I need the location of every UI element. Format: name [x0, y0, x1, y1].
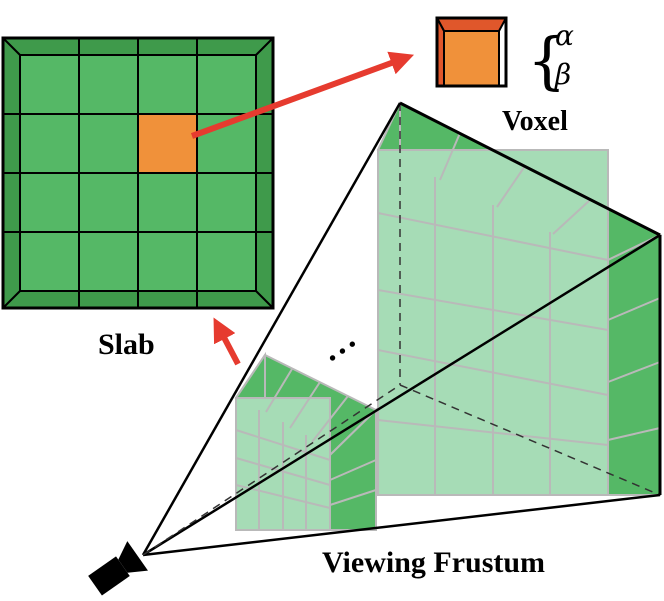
- frustum-far-edge: [399, 101, 661, 237]
- camera-icon: [88, 541, 148, 596]
- voxel-front: [443, 30, 500, 87]
- far-grid: [377, 419, 609, 446]
- far-hidden-edge: [399, 384, 661, 496]
- far-band-div: [439, 132, 461, 181]
- far-slab: [376, 101, 663, 496]
- slab-bevel: [2, 37, 21, 56]
- voxel-top: [435, 17, 508, 32]
- viewing-frustum: [141, 101, 663, 557]
- slab-highlight-voxel: [137, 113, 198, 174]
- voxel-icon: [435, 16, 508, 88]
- far-band-div: [607, 297, 661, 321]
- far-grid: [377, 212, 609, 261]
- slab-bevel: [255, 37, 274, 56]
- slab-bevel: [255, 290, 274, 309]
- near-slab: [234, 351, 378, 531]
- far-band-div: [496, 165, 526, 208]
- slab-arrow: [213, 317, 241, 366]
- near-grid: [235, 457, 331, 486]
- slab-label: Slab: [98, 328, 155, 361]
- near-band-div: [311, 395, 349, 443]
- near-band-div: [289, 381, 321, 429]
- near-band-div: [329, 459, 377, 481]
- slab-bevel: [2, 290, 21, 309]
- frustum-label: Viewing Frustum: [322, 546, 545, 579]
- far-grid: [377, 289, 609, 331]
- frustum-hidden-edge: [142, 384, 401, 556]
- near-grid: [235, 429, 331, 461]
- frustum-edge: [142, 493, 661, 557]
- frustum-edge: [141, 102, 402, 556]
- far-band-div: [552, 199, 591, 235]
- voxel-brace: {: [527, 24, 566, 97]
- near-band-div: [265, 368, 293, 413]
- frustum-edge: [142, 233, 661, 557]
- far-grid: [377, 349, 609, 396]
- far-band-div: [607, 427, 661, 441]
- voxel-label: Voxel: [502, 106, 568, 137]
- slab: [1, 36, 275, 310]
- ellipsis: • • •: [324, 334, 362, 370]
- voxel-arrow: [190, 51, 415, 139]
- near-band-div: [329, 489, 377, 506]
- beta-symbol: β: [554, 58, 571, 91]
- voxel-outline: [435, 16, 508, 88]
- alpha-symbol: α: [555, 19, 574, 52]
- far-band-div: [607, 361, 661, 383]
